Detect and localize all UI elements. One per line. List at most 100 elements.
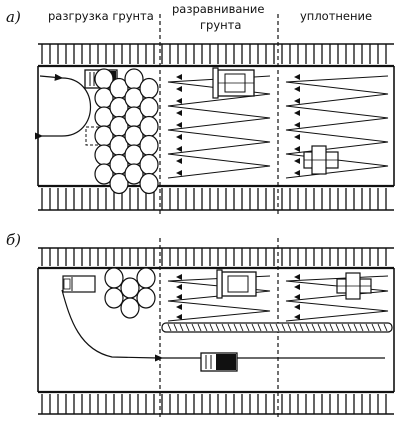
pass-arrow	[294, 294, 300, 300]
compactor-roller	[303, 145, 339, 175]
berm-hatch	[311, 323, 316, 332]
berm-hatch	[263, 323, 268, 332]
berm-hatch	[359, 323, 364, 332]
pass-arrow	[176, 122, 182, 128]
berm-hatch	[335, 323, 340, 332]
berm-hatch	[215, 323, 220, 332]
soil-pile	[139, 134, 159, 157]
berm-hatch	[185, 323, 190, 332]
soil-pile	[139, 153, 159, 176]
road-edge-bottom	[38, 184, 394, 211]
berm-hatch	[233, 323, 238, 332]
berm-hatch	[269, 323, 274, 332]
soil-pile	[94, 163, 114, 185]
panel-a: а) разгрузка грунта разравнивание грунта…	[6, 2, 395, 214]
berm-hatch	[383, 323, 388, 332]
truck-turn-path	[61, 77, 92, 137]
pass-arrow	[176, 274, 182, 280]
pass-arrow	[176, 304, 182, 310]
soil-pile	[139, 77, 159, 100]
panel-b: б)	[6, 231, 395, 420]
berm-hatch	[305, 323, 310, 332]
compacted-strip	[161, 322, 393, 333]
berm-hatch	[341, 323, 346, 332]
compaction-passes	[285, 274, 389, 322]
dump-truck-outline	[62, 275, 96, 293]
pass-arrow	[294, 122, 300, 128]
berm-hatch	[275, 323, 280, 332]
pass-arrow	[294, 86, 300, 92]
soil-piles	[94, 68, 159, 195]
berm-hatch	[287, 323, 292, 332]
bulldozer	[216, 269, 257, 299]
pass-arrow	[176, 158, 182, 164]
berm-hatch	[371, 323, 376, 332]
pass-arrow	[294, 304, 300, 310]
soil-pile	[139, 96, 159, 119]
pass-arrow	[294, 98, 300, 104]
berm-hatch	[293, 323, 298, 332]
pass-arrow	[294, 314, 300, 320]
soil-pile	[120, 297, 140, 319]
pass-arrow	[294, 284, 300, 290]
pass-arrow	[176, 284, 182, 290]
berm-hatch	[197, 323, 202, 332]
road-edge-top	[38, 43, 394, 68]
soil-pile	[124, 163, 144, 185]
berm-hatch	[179, 323, 184, 332]
zone-label-leveling-line1: разравнивание	[172, 2, 264, 16]
berm-hatch	[347, 323, 352, 332]
berm-hatch	[227, 323, 232, 332]
truck-route	[61, 289, 159, 359]
pass-arrow	[176, 170, 182, 176]
pass-arrow	[294, 146, 300, 152]
zigzag-line	[285, 275, 389, 322]
berm-hatch	[173, 323, 178, 332]
truck-path-arrow	[39, 73, 64, 81]
berm-hatch	[299, 323, 304, 332]
panel-b-label: б)	[6, 231, 21, 249]
pass-arrow	[294, 170, 300, 176]
soil-pile	[139, 115, 159, 138]
berm-hatch	[365, 323, 370, 332]
bulldozer	[212, 67, 255, 99]
pass-arrow	[294, 110, 300, 116]
berm-hatch	[191, 323, 196, 332]
pass-arrow	[176, 98, 182, 104]
berm-hatch	[329, 323, 334, 332]
berm-hatch	[221, 323, 226, 332]
berm-hatch	[257, 323, 262, 332]
pass-arrow	[294, 158, 300, 164]
soil-pile	[136, 287, 156, 309]
road-edge-top	[38, 247, 394, 270]
berm-hatch	[209, 323, 214, 332]
pass-arrow	[176, 86, 182, 92]
soil-pile	[139, 172, 159, 195]
pass-arrow	[176, 134, 182, 140]
compactor-roller	[336, 272, 372, 300]
pass-arrow	[176, 294, 182, 300]
soil-pile	[136, 267, 156, 289]
road-edge-bottom	[38, 390, 394, 415]
berm-hatch	[245, 323, 250, 332]
pass-arrow	[176, 110, 182, 116]
soil-pile	[104, 267, 124, 289]
pass-arrow	[294, 74, 300, 80]
soil-pile	[109, 172, 129, 195]
panel-a-label: а)	[6, 8, 21, 26]
berm-hatch	[377, 323, 382, 332]
pass-arrow	[294, 134, 300, 140]
zone-label-compaction: уплотнение	[300, 9, 372, 23]
pass-arrow	[176, 74, 182, 80]
berm-hatch	[251, 323, 256, 332]
zone-label-unloading: разгрузка грунта	[48, 9, 154, 23]
berm-hatch	[239, 323, 244, 332]
soil-pile	[104, 287, 124, 309]
berm-hatch	[353, 323, 358, 332]
berm-hatch	[203, 323, 208, 332]
berm-hatch	[167, 323, 172, 332]
berm-hatch	[323, 323, 328, 332]
berm-hatch	[281, 323, 286, 332]
soil-pile	[120, 277, 140, 299]
